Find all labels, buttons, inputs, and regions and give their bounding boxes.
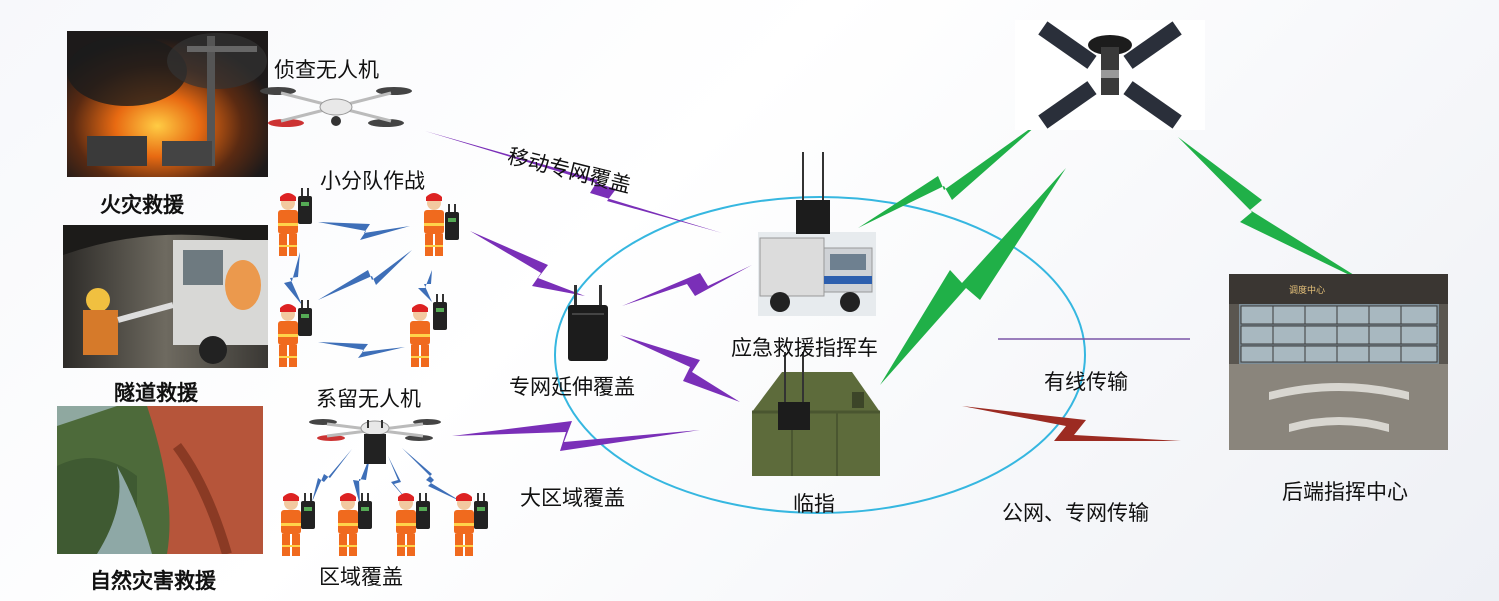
tethered-drone-link [452, 421, 700, 451]
firefighter-icon [424, 193, 444, 256]
satellite-center-link [1178, 137, 1370, 285]
squad-link-1 [318, 222, 410, 240]
firefighter-icon [278, 193, 298, 256]
firefighter-icon [410, 304, 430, 367]
radio-icon [474, 493, 488, 529]
area-coverage-icons [281, 493, 488, 556]
squad-extension-link [470, 231, 585, 296]
drone-down-link-2 [353, 456, 370, 505]
vehicle-satellite-link [858, 118, 1045, 228]
large-area-coverage-label: 大区域覆盖 [520, 486, 625, 510]
radio-icon [298, 300, 312, 336]
command-vehicle-icon [758, 152, 876, 316]
squad-combat-label: 小分队作战 [320, 169, 425, 193]
temporary-command-label: 临指 [793, 492, 835, 516]
tent-satellite-link [880, 168, 1066, 385]
extension-tent-link [620, 335, 740, 402]
natural-disaster-label: 自然灾害救援 [90, 569, 216, 593]
tunnel-rescue-photo [63, 225, 268, 368]
firefighter-icon [338, 493, 358, 556]
radio-icon [433, 294, 447, 330]
squad-link-2 [284, 252, 302, 305]
backend-command-center-label: 后端指挥中心 [1282, 480, 1408, 504]
command-center-screen-text: 调度中心 [1289, 286, 1326, 296]
radio-icon [298, 188, 312, 224]
firefighter-icon [281, 493, 301, 556]
radio-icon [445, 204, 459, 240]
squad-link-3 [318, 250, 412, 300]
natural-disaster-photo [57, 406, 263, 554]
base-station-icon [568, 285, 608, 361]
radio-icon [416, 493, 430, 529]
command-center-photo [1229, 274, 1448, 450]
drone-down-link-4 [402, 448, 462, 502]
coverage-ring [554, 196, 1086, 514]
tunnel-rescue-label: 隧道救援 [114, 381, 198, 405]
command-vehicle-label: 应急救援指挥车 [731, 336, 878, 360]
firefighter-icon [278, 304, 298, 367]
tethered-drone-label: 系留无人机 [316, 387, 421, 411]
tethered-drone-icon [309, 419, 441, 464]
wired-transmission-label: 有线传输 [1044, 370, 1128, 394]
fire-rescue-label: 火灾救援 [100, 193, 184, 217]
firefighter-icon [396, 493, 416, 556]
recon-drone-label: 侦查无人机 [274, 58, 379, 82]
satellite-icon [1015, 20, 1205, 130]
network-extension-label: 专网延伸覆盖 [509, 375, 635, 399]
fire-rescue-photo [67, 31, 268, 177]
squad-link-5 [418, 270, 432, 302]
public-private-transmission-label: 公网、专网传输 [1002, 501, 1149, 525]
tent-icon [752, 352, 880, 476]
squad-link-4 [318, 342, 405, 358]
radio-icon [358, 493, 372, 529]
public-private-link [962, 406, 1181, 441]
extension-vehicle-link [622, 265, 752, 306]
drone-down-link-3 [388, 456, 411, 505]
recon-drone-icon [260, 87, 412, 127]
radio-icon [301, 493, 315, 529]
firefighter-icon [454, 493, 474, 556]
area-coverage-label: 区域覆盖 [319, 565, 403, 589]
